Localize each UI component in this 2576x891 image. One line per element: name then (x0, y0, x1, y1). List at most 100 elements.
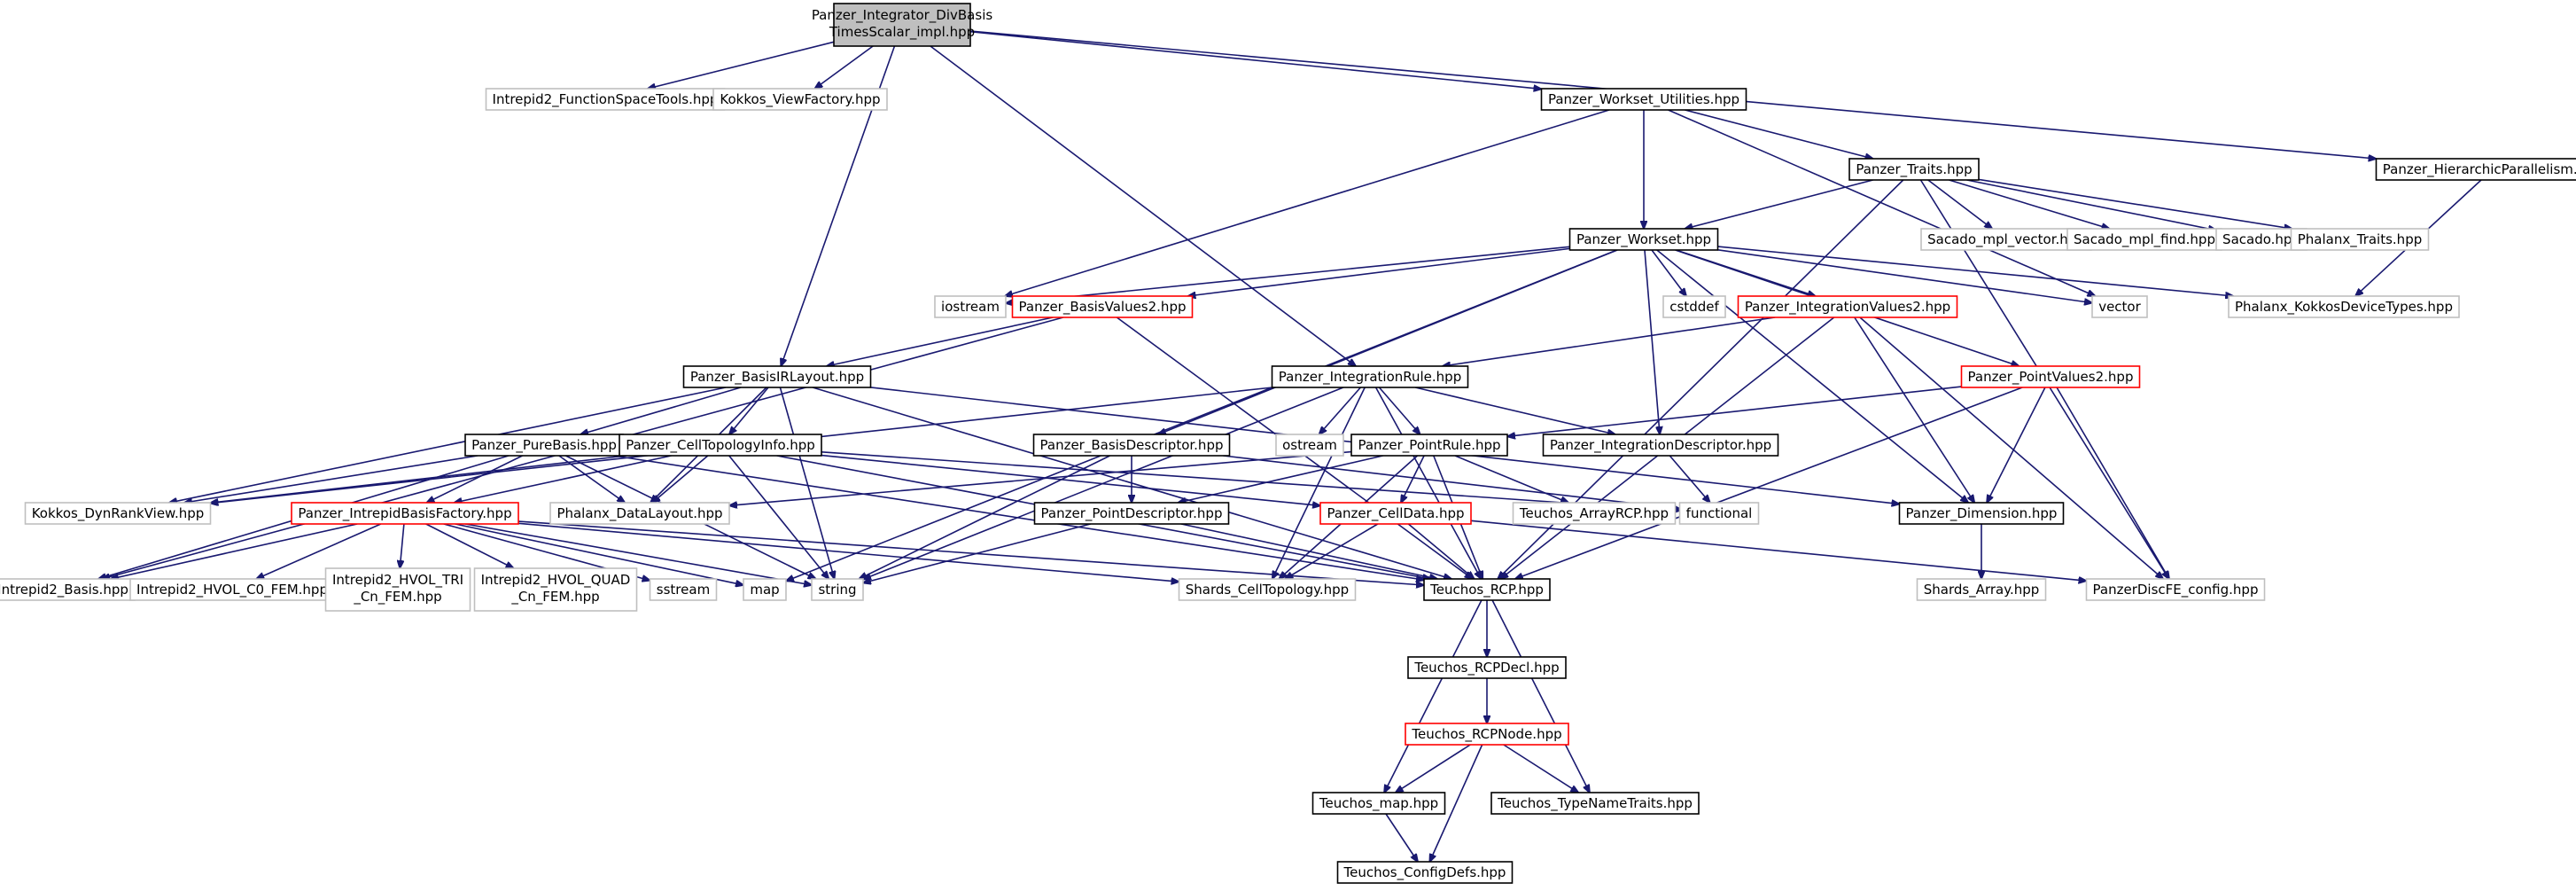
node-label: Intrepid2_FunctionSpaceTools.hpp (493, 91, 719, 108)
node-label: Panzer_HierarchicParallelism.hpp (2383, 161, 2576, 178)
edge-ir-to-ost (1319, 387, 1361, 434)
node-label: functional (1686, 505, 1753, 521)
edge-ws-to-vec (1717, 249, 2093, 303)
node-rcp[interactable]: Teuchos_RCP.hpp (1423, 578, 1551, 601)
edge-ws-to-pkdt (1717, 246, 2234, 296)
node-box (1407, 656, 1567, 679)
node-box (1350, 434, 1508, 457)
node-label: Intrepid2_HVOL_C0_FEM.hpp (136, 582, 328, 598)
node-label: Intrepid2_HVOL_QUAD (481, 572, 631, 589)
node-smv: Sacado_mpl_vector.hpp (1920, 228, 2092, 251)
edge-ibf-to-map (455, 523, 743, 585)
edge-wu-to-ios (1005, 109, 1610, 296)
node-box (833, 3, 971, 47)
node-bv2[interactable]: Panzer_BasisValues2.hpp (1011, 295, 1194, 318)
edge-pv2-to-rcp (1515, 387, 2023, 579)
edge-pb-to-kdrv (184, 455, 479, 503)
node-label: cstddef (1669, 299, 1719, 315)
node-label: Teuchos_ConfigDefs.hpp (1343, 864, 1506, 881)
edge-ws-to-cst (1651, 249, 1686, 296)
node-pr[interactable]: Panzer_PointRule.hpp (1350, 434, 1508, 457)
edge-bd-to-str (859, 455, 1110, 579)
node-label: Panzer_CellData.hpp (1327, 505, 1464, 522)
node-ost: ostream (1275, 434, 1344, 457)
node-label: Teuchos_TypeNameTraits.hpp (1497, 795, 1693, 812)
node-label: Panzer_PointValues2.hpp (1968, 369, 2134, 386)
node-cst: cstddef (1662, 295, 1726, 318)
node-pv2[interactable]: Panzer_PointValues2.hpp (1960, 365, 2141, 388)
edge-tr-to-pht (1978, 178, 2292, 229)
node-ios: iostream (934, 295, 1007, 318)
node-label: Phalanx_DataLayout.hpp (556, 505, 722, 522)
node-tcd[interactable]: Teuchos_ConfigDefs.hpp (1336, 861, 1514, 884)
node-tntr[interactable]: Teuchos_TypeNameTraits.hpp (1490, 792, 1700, 815)
node-box (473, 567, 638, 612)
node-label: ostream (1282, 437, 1337, 453)
node-pb[interactable]: Panzer_PureBasis.hpp (464, 434, 624, 457)
node-box (1898, 502, 2065, 525)
edge-pr-to-cd (1401, 455, 1425, 503)
node-label: string (818, 582, 856, 598)
node-box (712, 88, 888, 111)
node-label: Panzer_IntegrationValues2.hpp (1745, 299, 1950, 316)
edge-cti-to-ibf (454, 455, 672, 503)
node-box (2091, 295, 2148, 318)
edge-tr-to-smv (1927, 179, 1992, 229)
node-bd[interactable]: Panzer_BasisDescriptor.hpp (1032, 434, 1231, 457)
node-cd[interactable]: Panzer_CellData.hpp (1319, 502, 1472, 525)
node-box (1490, 792, 1700, 815)
node-label: Panzer_BasisValues2.hpp (1019, 299, 1187, 316)
edge-root-to-ir (930, 45, 1356, 366)
node-ir[interactable]: Panzer_IntegrationRule.hpp (1271, 365, 1469, 388)
edge-cti-to-kdrv (211, 455, 627, 503)
node-label: Panzer_Workset_Utilities.hpp (1548, 91, 1739, 108)
node-ws[interactable]: Panzer_Workset.hpp (1568, 228, 1719, 251)
node-label: Panzer_Traits.hpp (1856, 161, 1972, 178)
node-cti[interactable]: Panzer_CellTopologyInfo.hpp (619, 434, 822, 457)
edge-ibf-to-rcp (518, 520, 1424, 585)
node-tr[interactable]: Panzer_Traits.hpp (1848, 158, 1980, 181)
node-box (1678, 502, 1760, 525)
edge-pb-to-pdl (558, 455, 625, 503)
node-hp[interactable]: Panzer_HierarchicParallelism.hpp (2375, 158, 2576, 181)
edge-ws-to-ios (1006, 246, 1570, 303)
node-label: Sacado_mpl_find.hpp (2074, 231, 2215, 248)
node-pd[interactable]: Panzer_PointDescriptor.hpp (1033, 502, 1230, 525)
node-label: Phalanx_Traits.hpp (2298, 231, 2423, 248)
node-rcpd[interactable]: Teuchos_RCPDecl.hpp (1407, 656, 1567, 679)
node-box (743, 578, 787, 601)
node-box (324, 567, 471, 612)
node-label: Panzer_IntrepidBasisFactory.hpp (298, 505, 511, 522)
node-label: iostream (941, 299, 1000, 315)
edge-ws-to-map (786, 249, 1618, 581)
node-label: Teuchos_map.hpp (1319, 795, 1438, 812)
node-id[interactable]: Panzer_IntegrationDescriptor.hpp (1542, 434, 1779, 457)
node-box (1275, 434, 1344, 457)
node-dim[interactable]: Panzer_Dimension.hpp (1898, 502, 2065, 525)
node-bir[interactable]: Panzer_BasisIRLayout.hpp (682, 365, 872, 388)
node-box (1568, 228, 1719, 251)
node-rcpn[interactable]: Teuchos_RCPNode.hpp (1405, 723, 1569, 746)
edge-bir-to-kdrv (169, 387, 727, 503)
edge-pv2-to-pdfc (2056, 387, 2169, 579)
node-box (2066, 228, 2222, 251)
node-label: Panzer_IntegrationDescriptor.hpp (1550, 437, 1771, 454)
node-label: Teuchos_ArrayRCP.hpp (1519, 505, 1669, 522)
node-box (1311, 792, 1446, 815)
node-root[interactable]: Panzer_Integrator_DivBasisTimesScalar_im… (812, 3, 993, 47)
node-label: Panzer_Integrator_DivBasis (812, 7, 993, 24)
node-label: _Cn_FEM.hpp (353, 589, 441, 606)
node-wu[interactable]: Panzer_Workset_Utilities.hpp (1540, 88, 1747, 111)
node-box (485, 88, 726, 111)
node-iv2[interactable]: Panzer_IntegrationValues2.hpp (1737, 295, 1958, 318)
node-map: map (743, 578, 787, 601)
node-tmap[interactable]: Teuchos_map.hpp (1311, 792, 1446, 815)
node-label: Panzer_PointRule.hpp (1358, 437, 1500, 454)
edge-bv2-to-bir (827, 317, 1054, 366)
node-ibf[interactable]: Panzer_IntrepidBasisFactory.hpp (291, 502, 519, 525)
node-label: PanzerDiscFE_config.hpp (2093, 582, 2259, 598)
node-box (1423, 578, 1551, 601)
node-label: Panzer_PureBasis.hpp (471, 437, 617, 454)
node-box (1178, 578, 1357, 601)
